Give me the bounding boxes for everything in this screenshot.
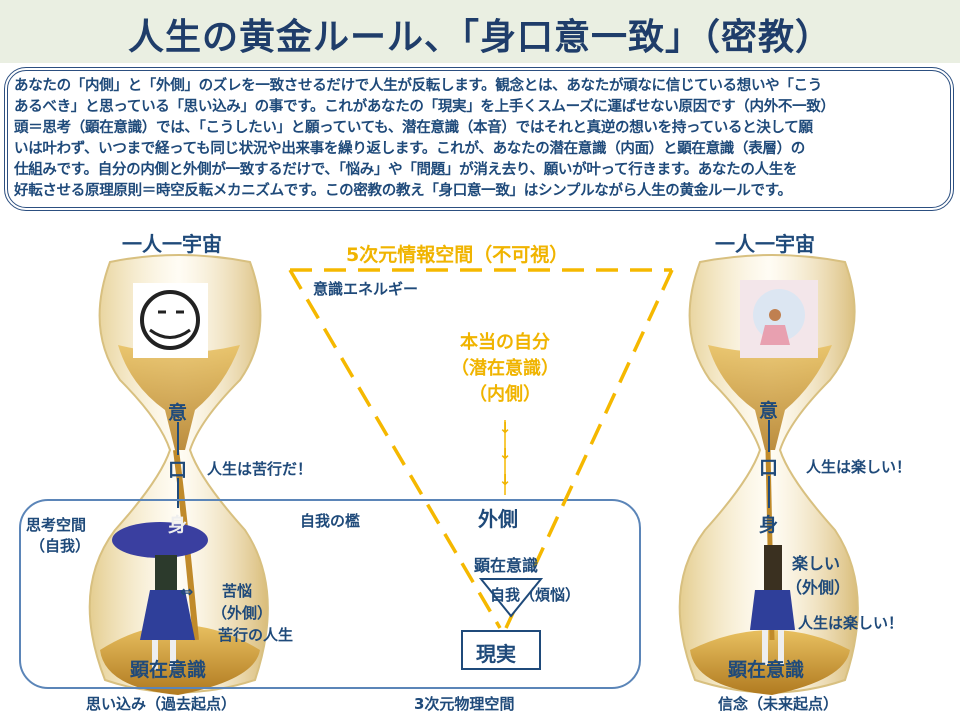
fun-label: 楽しい — [792, 554, 841, 573]
right-hourglass — [678, 254, 859, 695]
down-arrows: ↓ ↓ ↓ — [495, 415, 515, 493]
down-arrow-icon: ↓ — [498, 419, 512, 437]
monk-icon — [140, 290, 200, 350]
reality-box — [461, 630, 541, 670]
left-axis-ku: 口 — [168, 459, 188, 481]
five-dimension-triangle — [288, 268, 674, 629]
fun-outside: （外側） — [786, 578, 851, 597]
intro-textbox: あなたの「内側」と「外側」のズレを一致させるだけで人生が反転します。観念とは、あ… — [4, 67, 954, 211]
intro-line: あるべき」と思っている「思い込み」の事です。これがあなたの「現実」を上手くスムー… — [14, 99, 835, 115]
center-caption: 3次元物理空間 — [414, 695, 515, 713]
true-self: 本当の自分 （潜在意識） （内側） — [425, 330, 585, 408]
true-self-sub: （潜在意識） — [451, 358, 559, 379]
tension-arrow-icon: ⇔ — [180, 582, 194, 601]
suffering-label: 苦悩 — [222, 582, 253, 600]
page-title: 人生の黄金ルール、「身口意一致」（密教） — [127, 17, 832, 58]
intro-line: あなたの「内側」と「外側」のズレを一致させるだけで人生が反転します。観念とは、あ… — [14, 78, 822, 94]
right-conscious-label: 顕在意識 — [728, 659, 805, 681]
ego-label: 自我（煩悩） — [490, 586, 581, 604]
right-axis-shin: 身 — [759, 514, 779, 536]
true-self-label: 本当の自分 — [460, 332, 550, 353]
left-axis-i: 意 — [168, 402, 188, 424]
suffering-life: 苦行の人生 — [218, 626, 294, 644]
five-dimension-label: 5次元情報空間（不可視） — [346, 244, 569, 266]
left-conscious-label: 顕在意識 — [130, 659, 207, 681]
energy-label: 意識エネルギー — [313, 280, 419, 298]
ego-triangle — [478, 578, 544, 618]
intro-line: 頭＝思考（顕在意識）では、「こうしたい」と願っていても、潜在意識（本音）ではそれ… — [14, 120, 813, 136]
center-conscious-label: 顕在意識 — [474, 556, 539, 575]
outside-label: 外側 — [478, 507, 518, 531]
right-remark: 人生は楽しい！ — [806, 458, 912, 476]
left-axis-shin: 身 — [168, 514, 188, 536]
suffering-outside: （外側） — [212, 604, 273, 622]
ego-cage-label: 自我の檻 — [300, 512, 361, 530]
thought-space-sub: （自我） — [30, 537, 91, 555]
left-remark: 人生は苦行だ！ — [207, 460, 313, 478]
true-self-inside: （内側） — [469, 384, 541, 405]
down-arrow-icon: ↓ — [498, 445, 512, 463]
ego-cage-frame — [19, 499, 641, 689]
intro-line: 仕組みです。自分の内側と外側が一致するだけで、「悩み」や「問題」が消え去り、願い… — [14, 162, 798, 178]
thought-space-label: 思考空間 — [26, 516, 87, 534]
reality-label: 現実 — [476, 642, 516, 666]
left-hourglass — [88, 254, 269, 695]
right-caption: 信念（未来起点） — [718, 695, 839, 713]
down-arrow-icon: ↓ — [498, 471, 512, 489]
title-bar — [0, 0, 960, 63]
right-axis-i: 意 — [759, 400, 779, 422]
intro-line: いは叶わず、いつまで経っても同じ状況や出来事を繰り返します。これが、あなたの潜在… — [14, 141, 805, 157]
left-caption: 思い込み（過去起点） — [86, 695, 237, 713]
left-heading: 一人一宇宙 — [122, 232, 222, 256]
right-heading: 一人一宇宙 — [715, 232, 815, 256]
intro-line: 好転させる原理原則＝時空反転メカニズムです。この密教の教え「身口意一致」はシンプ… — [14, 183, 792, 199]
right-remark-2: 人生は楽しい！ — [798, 614, 904, 632]
right-axis-ku: 口 — [759, 457, 779, 479]
